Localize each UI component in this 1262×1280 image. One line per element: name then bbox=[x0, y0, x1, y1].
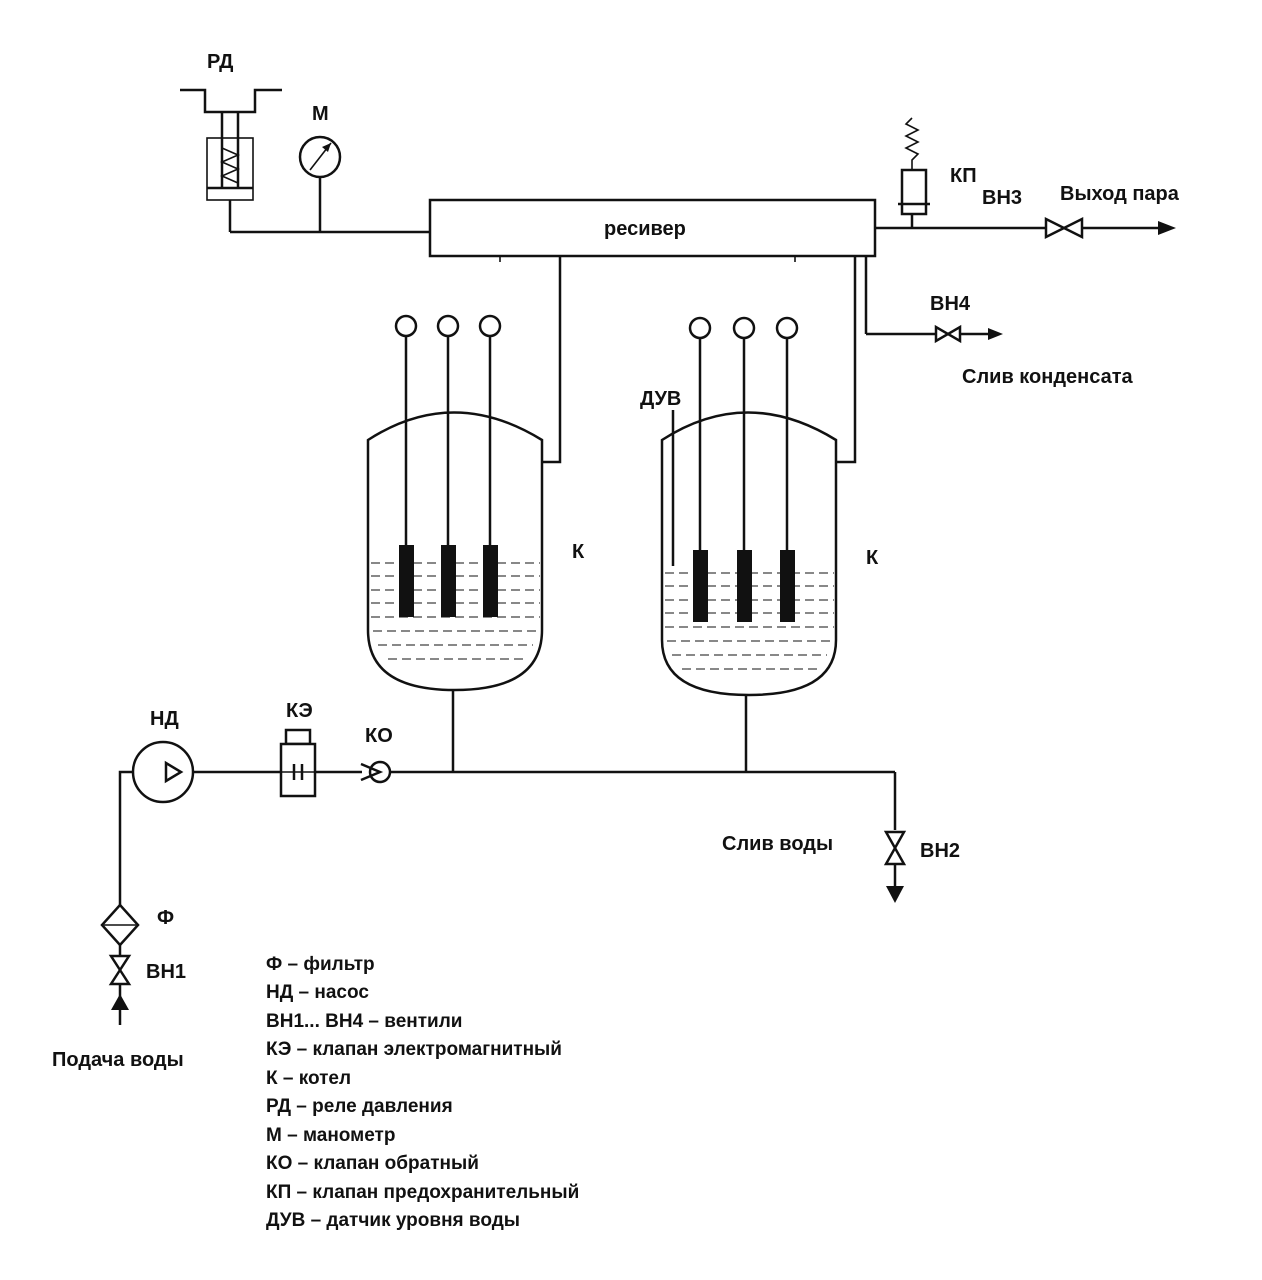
solenoid-valve bbox=[279, 728, 317, 798]
label-k2: К bbox=[866, 547, 879, 569]
manometer bbox=[298, 135, 342, 232]
legend-item: ДУВ – датчик уровня воды bbox=[266, 1210, 520, 1231]
steam-out-arrow-icon bbox=[1158, 221, 1176, 235]
legend: Ф – фильтр НД – насос ВН1... ВН4 – венти… bbox=[266, 954, 579, 1231]
label-receiver: ресивер bbox=[604, 218, 686, 240]
legend-item: КП – клапан предохранительный bbox=[266, 1182, 579, 1203]
label-ko: КО bbox=[365, 725, 393, 747]
water-drain-arrow-icon bbox=[886, 886, 904, 903]
boiler-1 bbox=[366, 256, 562, 772]
legend-item: РД – реле давления bbox=[266, 1096, 453, 1117]
label-rd: РД bbox=[207, 51, 233, 73]
receiver bbox=[428, 198, 877, 258]
condensate-arrow-icon bbox=[988, 328, 1003, 340]
legend-item: КЭ – клапан электромагнитный bbox=[266, 1039, 562, 1060]
label-vn2: ВН2 bbox=[920, 840, 960, 862]
valve-vn2 bbox=[883, 830, 907, 866]
legend-item: М – манометр bbox=[266, 1125, 395, 1146]
boiler-2 bbox=[660, 256, 857, 772]
water-in-arrow-icon bbox=[111, 994, 129, 1010]
label-k1: К bbox=[572, 541, 585, 563]
label-steam-out: Выход пара bbox=[1060, 183, 1180, 205]
label-kp: КП bbox=[950, 165, 977, 187]
label-water-in: Подача воды bbox=[52, 1049, 184, 1071]
filter bbox=[100, 903, 140, 947]
label-f: Ф bbox=[157, 907, 174, 929]
pump bbox=[131, 740, 195, 804]
safety-valve bbox=[898, 117, 930, 228]
legend-item: НД – насос bbox=[266, 982, 369, 1003]
legend-item: Ф – фильтр bbox=[266, 954, 375, 975]
valve-vn4 bbox=[934, 324, 962, 344]
label-nd: НД bbox=[150, 708, 179, 730]
label-m: М bbox=[312, 103, 329, 125]
label-water-drain: Слив воды bbox=[722, 833, 833, 855]
label-duv: ДУВ bbox=[640, 388, 681, 410]
label-vn4: ВН4 bbox=[930, 293, 971, 315]
supply-pipe bbox=[118, 770, 133, 905]
valve-vn3 bbox=[1044, 216, 1084, 240]
label-vn1: ВН1 bbox=[146, 961, 186, 983]
pressure-relay bbox=[180, 88, 282, 232]
legend-item: КО – клапан обратный bbox=[266, 1153, 479, 1174]
valve-vn1 bbox=[108, 954, 132, 986]
label-ke: КЭ bbox=[286, 700, 313, 722]
label-vn3: ВН3 bbox=[982, 187, 1022, 209]
legend-item: К – котел bbox=[266, 1068, 351, 1089]
check-valve bbox=[360, 760, 392, 784]
legend-item: ВН1... ВН4 – вентили bbox=[266, 1011, 462, 1032]
label-condensate: Слив конденсата bbox=[962, 366, 1134, 388]
